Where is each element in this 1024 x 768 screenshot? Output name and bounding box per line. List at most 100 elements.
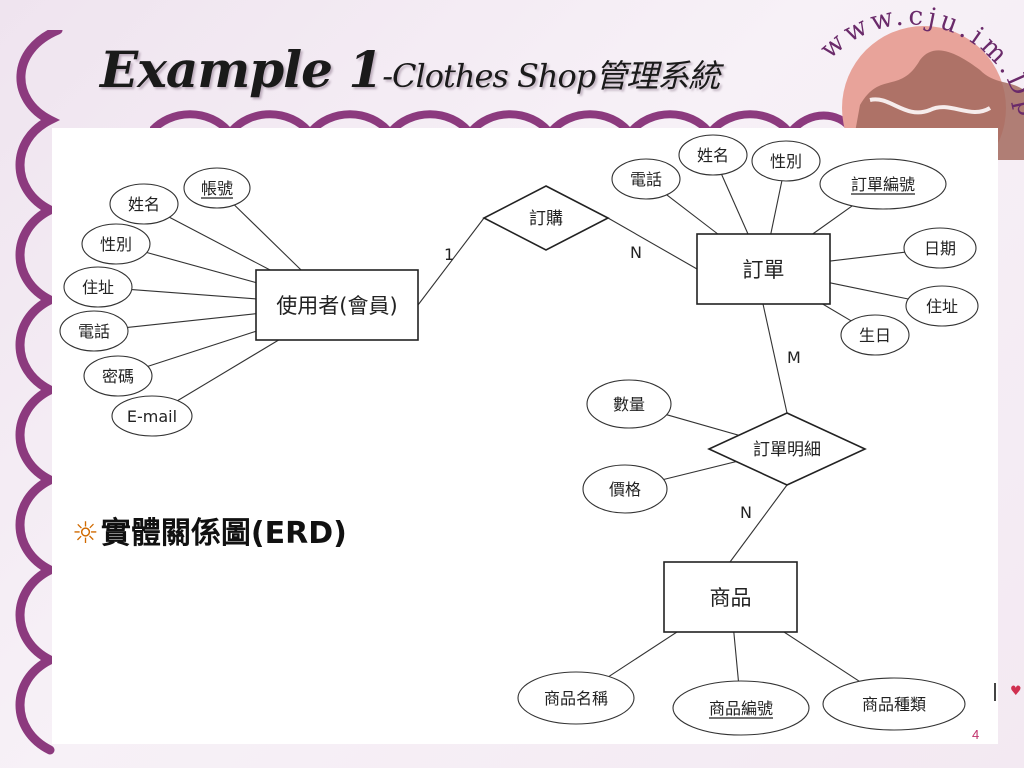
attribute-label: 商品種類: [862, 695, 926, 714]
attribute-label: 姓名: [697, 146, 729, 165]
attribute-ellipse: [83, 355, 153, 397]
attribute-p_name[interactable]: 商品名稱: [517, 671, 635, 725]
attribute-ellipse: [905, 285, 979, 327]
attribute-edge: [770, 180, 783, 235]
attribute-ellipse: [822, 677, 966, 731]
attribute-ellipse: [111, 395, 193, 437]
attribute-label: 住址: [926, 297, 958, 316]
attribute-ellipse: [517, 671, 635, 725]
relationship-label: 訂單明細: [753, 440, 821, 460]
cardinality-label: N: [740, 503, 752, 522]
relationship-edge: [762, 303, 788, 414]
attribute-ellipse: [903, 227, 977, 269]
decorative-curl-border-top: [150, 110, 850, 138]
attribute-edge: [666, 194, 719, 235]
attribute-ellipse: [183, 167, 251, 209]
entity-label: 使用者(會員): [276, 294, 397, 318]
attribute-edge: [783, 631, 860, 682]
key-attribute-label: 帳號: [201, 179, 233, 198]
attribute-label: E-mail: [127, 407, 177, 426]
attribute-label: 姓名: [128, 195, 160, 214]
sun-bullet-icon: ☼: [72, 516, 99, 551]
attribute-u_address[interactable]: 住址: [63, 266, 133, 308]
attribute-u_name[interactable]: 姓名: [109, 183, 179, 225]
page-number: 4: [972, 727, 980, 742]
entity-label: 訂單: [743, 258, 785, 282]
attribute-ellipse: [819, 158, 947, 210]
attribute-ellipse: [81, 223, 151, 265]
entity-order[interactable]: 訂單: [696, 233, 831, 305]
attribute-label: 日期: [924, 239, 956, 258]
attribute-edge: [131, 288, 257, 300]
relationship-detail[interactable]: 訂單明細: [707, 412, 867, 486]
attribute-ellipse: [582, 464, 668, 514]
cardinality-label: N: [630, 243, 642, 262]
attribute-edge: [608, 631, 678, 678]
attribute-o_number[interactable]: 訂單編號: [819, 158, 947, 210]
attribute-ellipse: [59, 310, 129, 352]
attribute-edge: [147, 330, 257, 367]
attribute-u_phone[interactable]: 電話: [59, 310, 129, 352]
attribute-ellipse: [751, 140, 821, 182]
entity-user[interactable]: 使用者(會員): [255, 269, 419, 341]
entity-product[interactable]: 商品: [663, 561, 798, 633]
attribute-d_quantity[interactable]: 數量: [586, 379, 672, 429]
heart-icon: ♥: [1010, 684, 1022, 699]
entity-box: [255, 269, 419, 341]
attribute-edge: [234, 204, 302, 271]
attribute-label: 密碼: [102, 367, 134, 386]
key-attribute-label: 商品編號: [709, 699, 773, 718]
attribute-u_password[interactable]: 密碼: [83, 355, 153, 397]
attribute-edge: [829, 251, 905, 262]
attribute-p_number[interactable]: 商品編號: [672, 680, 810, 736]
cardinality-label: M: [787, 348, 801, 367]
relationship-diamond: [707, 412, 867, 486]
attribute-edge: [177, 339, 279, 402]
title-main: Example 1: [100, 40, 383, 99]
attribute-o_name[interactable]: 姓名: [678, 134, 748, 176]
relationship-diamond: [482, 185, 610, 251]
entity-label: 商品: [710, 586, 752, 610]
node-layer: 使用者(會員)訂單商品訂購訂單明細姓名帳號性別住址電話密碼E-mail電話姓名性…: [59, 134, 979, 736]
attribute-label: 電話: [630, 170, 662, 189]
attribute-label: 商品名稱: [544, 689, 608, 708]
attribute-o_phone[interactable]: 電話: [611, 158, 681, 200]
relationship-edge: [417, 217, 485, 306]
attribute-edge: [721, 174, 749, 235]
divider-mark: [994, 683, 996, 701]
attribute-edge: [169, 216, 271, 271]
attribute-u_account[interactable]: 帳號: [183, 167, 251, 209]
key-attribute-label: 訂單編號: [851, 175, 915, 194]
relationship-buy[interactable]: 訂購: [482, 185, 610, 251]
attribute-edge: [146, 251, 257, 284]
attribute-label: 性別: [100, 235, 132, 254]
attribute-o_address[interactable]: 住址: [905, 285, 979, 327]
attribute-label: 價格: [609, 480, 641, 499]
attribute-o_birthday[interactable]: 生日: [840, 314, 910, 356]
entity-box: [696, 233, 831, 305]
attribute-label: 數量: [613, 395, 645, 414]
attribute-u_gender[interactable]: 性別: [81, 223, 151, 265]
bullet-item: ☼實體關係圖(ERD): [72, 508, 347, 552]
attribute-ellipse: [611, 158, 681, 200]
attribute-ellipse: [678, 134, 748, 176]
attribute-edge: [829, 282, 909, 300]
attribute-o_date[interactable]: 日期: [903, 227, 977, 269]
attribute-d_price[interactable]: 價格: [582, 464, 668, 514]
attribute-ellipse: [109, 183, 179, 225]
relationship-label: 訂購: [529, 209, 563, 229]
attribute-ellipse: [63, 266, 133, 308]
relationship-edge: [729, 484, 788, 563]
attribute-u_email[interactable]: E-mail: [111, 395, 193, 437]
attribute-p_category[interactable]: 商品種類: [822, 677, 966, 731]
bullet-text: 實體關係圖(ERD): [100, 516, 347, 551]
attribute-label: 生日: [859, 326, 891, 345]
attribute-edge: [733, 631, 739, 682]
attribute-o_gender[interactable]: 性別: [751, 140, 821, 182]
cardinality-label: 1: [444, 245, 454, 264]
attribute-edge: [822, 303, 852, 322]
